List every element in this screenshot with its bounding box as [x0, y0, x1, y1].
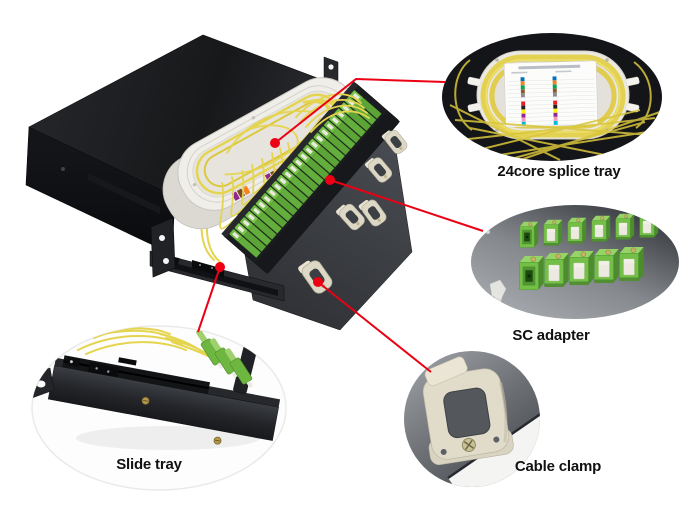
callout-label-splice-tray: 24core splice tray — [497, 163, 621, 180]
sc-adapter — [615, 213, 635, 240]
callout-label-sc-adapter: SC adapter — [512, 327, 590, 344]
sc-adapter — [639, 211, 659, 238]
sc-adapter — [543, 219, 563, 246]
fiber-loop-top — [295, 93, 370, 133]
sc-adapter — [569, 250, 595, 286]
callout-line-splice-tray — [274, 77, 446, 144]
callout-label-cable-clamp: Cable clamp — [514, 458, 602, 475]
sc-adapter-open — [519, 221, 539, 248]
callout-dot-sc-adapter — [325, 175, 335, 185]
slide-tray-body — [47, 355, 281, 445]
adapter-strip-ports — [229, 90, 382, 258]
fiber-record-card — [503, 60, 599, 128]
callout-line-slide-tray — [197, 266, 221, 333]
callout-lines — [197, 77, 484, 373]
callout-line-sc-adapter — [329, 179, 484, 232]
adapter-strip — [221, 81, 400, 274]
vent-slot — [88, 173, 160, 214]
callout-dot-cable-clamp — [313, 277, 323, 287]
rack-ear-front — [150, 217, 176, 278]
card-title-text-mark — [518, 64, 581, 70]
sc-adapter-open — [519, 255, 545, 291]
callout-splice-tray — [442, 33, 662, 161]
cable-clamp-ring — [422, 356, 514, 466]
callout-slide-tray — [31, 325, 287, 491]
sc-adapter — [544, 252, 570, 288]
clamp-screw-hole — [440, 448, 447, 455]
callout-dot-slide-tray — [215, 262, 225, 272]
slide-rail-slider — [87, 362, 120, 378]
callout-dot-splice-tray — [270, 138, 280, 148]
callout-label-slide-tray: Slide tray — [116, 456, 182, 473]
fiber-color-swatches — [506, 76, 596, 127]
fiber-coil — [480, 54, 626, 138]
fiber-mesh — [449, 59, 661, 161]
slide-tray-fibers — [69, 327, 237, 373]
sc-adapter — [619, 246, 645, 282]
sc-adapter — [594, 248, 620, 284]
sc-adapter — [591, 215, 611, 242]
callout-sc-adapter — [471, 205, 679, 319]
sc-adapter — [567, 217, 587, 244]
callout-line-cable-clamp — [317, 281, 432, 373]
clamp-screw-hole — [493, 436, 500, 443]
